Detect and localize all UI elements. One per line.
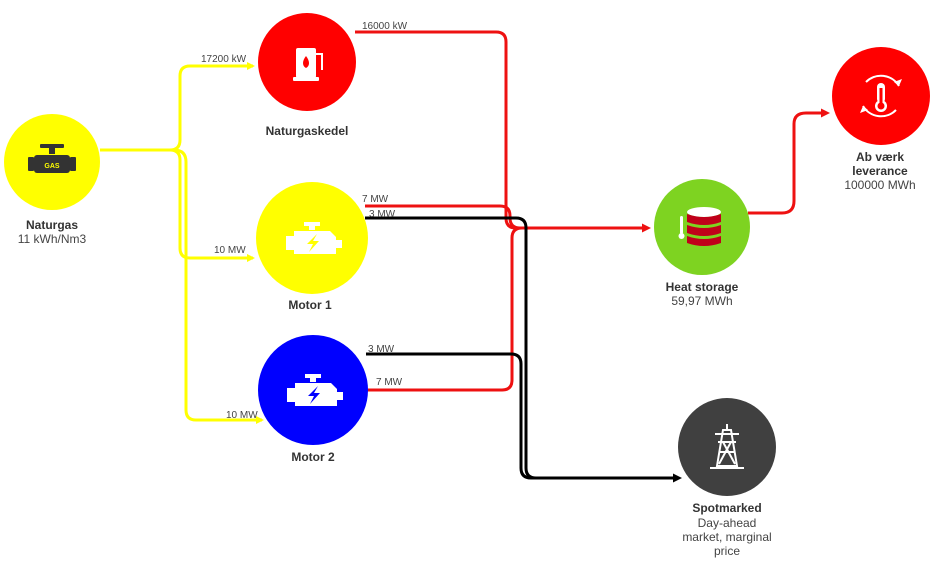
node-naturgas[interactable]: GAS Naturgas 11 kWh/Nm3 — [4, 114, 100, 246]
node-spotmarked-sub-line1: Day-ahead — [698, 516, 757, 530]
node-naturgas-title: Naturgas — [26, 218, 78, 232]
node-heat-storage[interactable]: Heat storage 59,97 MWh — [654, 179, 750, 308]
edge-labels: 17200 kW 10 MW 10 MW 16000 kW 7 MW 3 MW … — [201, 21, 408, 421]
storage-tank-icon — [678, 207, 721, 246]
edge-motor2-heat — [366, 226, 648, 392]
thermometer-cycle-icon — [860, 74, 902, 118]
power-pylon-icon — [710, 424, 744, 469]
edge-label-motor2-heat: 7 MW — [376, 377, 403, 388]
svg-text:GAS: GAS — [44, 163, 60, 170]
node-naturgaskedel[interactable]: Naturgaskedel — [258, 13, 356, 138]
edge-kedel-to-storage — [355, 30, 651, 233]
edges-layer — [100, 30, 830, 483]
edge-label-gas-to-kedel: 17200 kW — [201, 54, 247, 65]
edge-motor2-power — [366, 352, 679, 480]
edge-label-motor2-power: 3 MW — [368, 344, 395, 355]
boiler-icon — [293, 48, 323, 81]
edge-gas-to-kedel — [100, 62, 255, 152]
node-spotmarked[interactable]: Spotmarked Day-ahead market, marginal pr… — [678, 398, 776, 558]
edge-label-gas-to-motor2: 10 MW — [226, 410, 258, 421]
edge-label-gas-to-motor1: 10 MW — [214, 245, 246, 256]
node-naturgas-subtitle: 11 kWh/Nm3 — [18, 232, 87, 246]
node-heat-storage-subtitle: 59,97 MWh — [671, 294, 732, 308]
edge-gas-to-motor1 — [100, 148, 255, 262]
node-spotmarked-sub-line3: price — [714, 544, 740, 558]
node-motor2[interactable]: Motor 2 — [258, 335, 368, 464]
gas-valve-icon: GAS — [28, 144, 76, 173]
node-motor1[interactable]: Motor 1 — [256, 182, 368, 312]
edge-label-motor1-heat: 7 MW — [362, 194, 389, 205]
node-ab-vaerk-subtitle: 100000 MWh — [844, 178, 915, 192]
node-naturgaskedel-title: Naturgaskedel — [266, 124, 349, 138]
node-ab-vaerk[interactable]: Ab værk leverance 100000 MWh — [832, 47, 930, 192]
engine-icon — [287, 374, 343, 406]
node-motor2-title: Motor 2 — [291, 450, 335, 464]
node-ab-vaerk-title-line2: leverance — [852, 164, 908, 178]
node-spotmarked-sub-line2: market, marginal — [682, 530, 771, 544]
edge-storage-to-ab-vaerk — [748, 108, 830, 215]
edge-label-kedel-to-storage: 16000 kW — [362, 21, 408, 32]
node-heat-storage-title: Heat storage — [666, 280, 739, 294]
node-spotmarked-title: Spotmarked — [692, 501, 761, 515]
engine-icon — [286, 222, 342, 254]
node-motor1-title: Motor 1 — [288, 298, 332, 312]
edge-label-motor1-power: 3 MW — [369, 209, 396, 220]
edge-gas-to-motor2 — [100, 148, 264, 424]
node-ab-vaerk-title-line1: Ab værk — [856, 150, 904, 164]
